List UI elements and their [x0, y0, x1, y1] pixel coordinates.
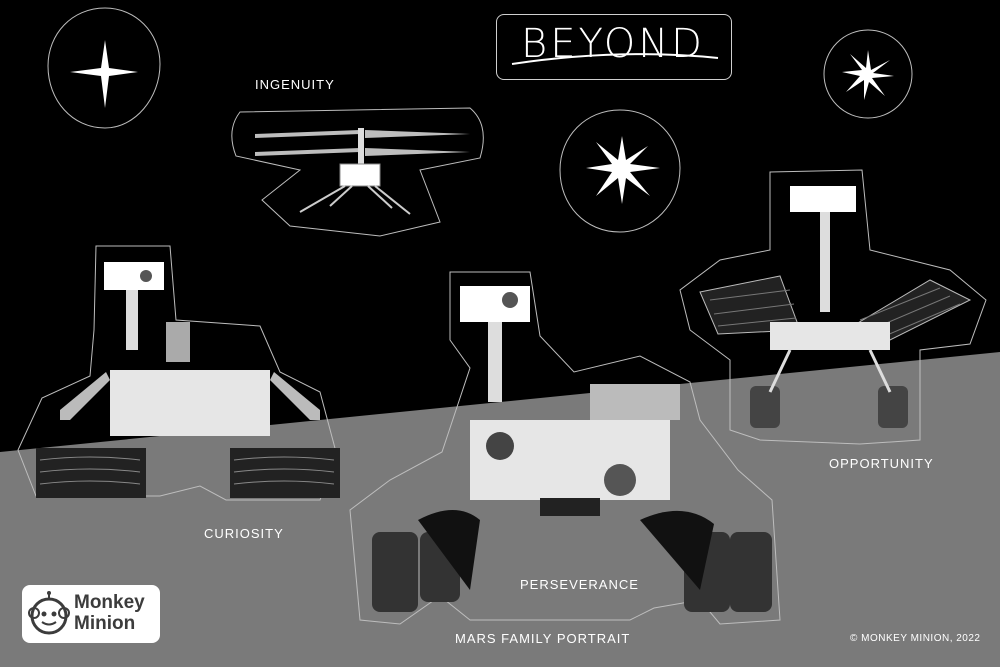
curiosity-label: CURIOSITY	[204, 526, 284, 541]
poster-caption: MARS FAMILY PORTRAIT	[455, 631, 631, 646]
perseverance-label: PERSEVERANCE	[520, 577, 639, 592]
perseverance-sticker	[349, 271, 781, 625]
beyond-title-box: BEYOND	[496, 14, 732, 80]
monkey-face-icon	[28, 591, 70, 635]
curiosity-sticker	[17, 245, 340, 501]
beyond-title: BEYOND	[521, 21, 705, 67]
curiosity-rover-illustration	[36, 262, 340, 498]
ingenuity-sticker	[231, 107, 484, 237]
opportunity-rover-illustration	[699, 186, 972, 428]
beyond-swoosh	[511, 53, 719, 65]
burst-star-icon	[842, 50, 894, 100]
monkey-minion-logo: Monkey Minion	[22, 585, 160, 643]
opportunity-sticker	[679, 169, 987, 445]
logo-line-2: Minion	[74, 613, 136, 634]
copyright-notice: © MONKEY MINION, 2022	[850, 633, 981, 644]
star-sticker-right	[823, 29, 913, 119]
star-sticker-middle	[559, 109, 681, 233]
burst-star-icon	[586, 136, 660, 204]
four-point-star-icon	[70, 40, 138, 108]
ingenuity-label: INGENUITY	[255, 77, 335, 92]
opportunity-label: OPPORTUNITY	[829, 456, 934, 471]
star-sticker-left	[47, 7, 161, 129]
ingenuity-helicopter-illustration	[255, 128, 470, 215]
perseverance-rover-illustration	[372, 286, 772, 612]
logo-line-1: Monkey	[74, 592, 145, 613]
